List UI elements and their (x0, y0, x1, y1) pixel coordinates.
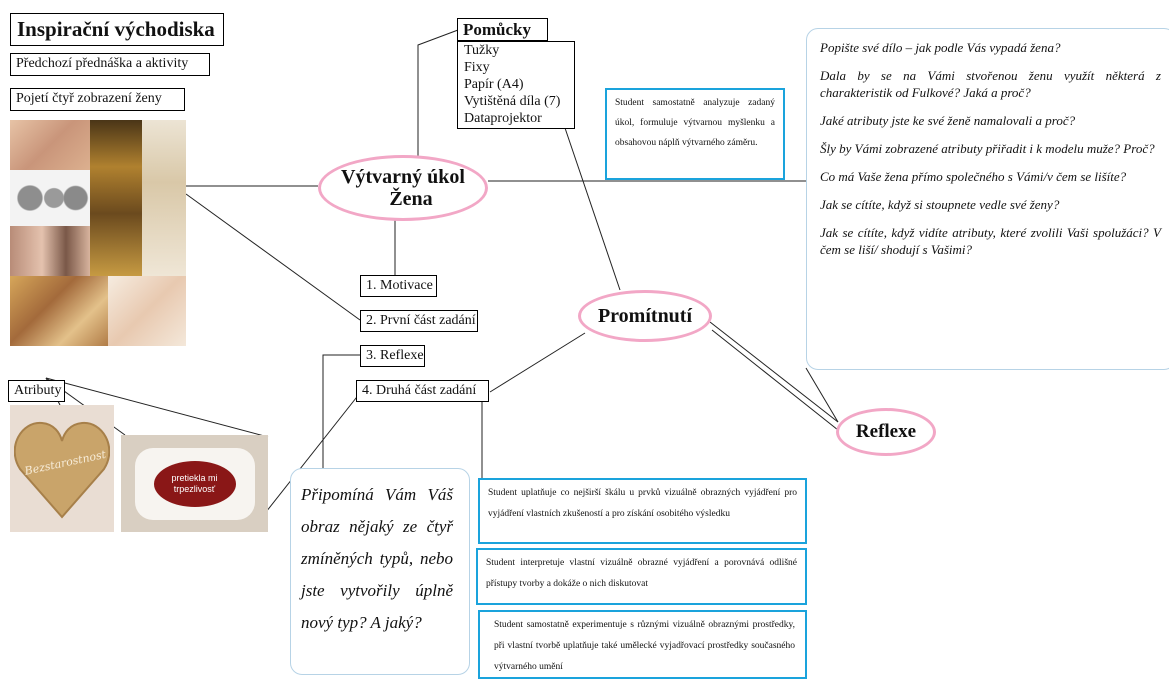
promitnuti-ellipse: Promítnutí (578, 290, 712, 342)
step-reflexe: 3. Reflexe (360, 345, 425, 367)
line-step4-attributes (265, 392, 361, 513)
pomucky-item-dila: Vytištěná díla (7) (464, 94, 561, 109)
pomucky-item-tuzky: Tužky (464, 43, 500, 58)
line-promitnuti-reflexe-b (711, 329, 839, 431)
goal-experiment-box: Student samostatně experimentuje s různý… (478, 610, 807, 679)
schiele-sketch-image (142, 120, 186, 276)
heart-icon (14, 421, 110, 519)
heart-attribute-image: Bezstarostnost (10, 405, 114, 532)
question-classmates: Jak se cítíte, když vidíte atributy, kte… (820, 225, 1161, 257)
reclining-figure-image (108, 276, 186, 346)
reflexe-ellipse: Reflexe (836, 408, 936, 456)
step-druha-cast: 4. Druhá část zadání (356, 380, 489, 402)
pomucky-title: Pomůcky (457, 18, 548, 41)
question-describe-work: Popište své dílo – jak podle Vás vypadá … (820, 40, 1061, 55)
question-male-model: Šly by Vámi zobrazené atributy přiřadit … (820, 141, 1155, 156)
inspirace-item-four-depictions: Pojetí čtyř zobrazení ženy (10, 88, 185, 111)
question-common: Co má Vaše žena přímo společného s Vámi/… (820, 169, 1127, 184)
inspirace-title: Inspirační východiska (10, 13, 224, 46)
schiele-painting-image (10, 276, 108, 346)
line-promitnuti-reflexe-a (709, 321, 839, 423)
venus-photo-image (10, 120, 90, 170)
line-step3-speech (322, 354, 360, 468)
reflection-question-box: Připomíná Vám Váš obraz nějaký ze čtyř z… (290, 468, 470, 675)
pomucky-list: Tužky Fixy Papír (A4) Vytištěná díla (7)… (457, 41, 575, 129)
pomucky-item-papir: Papír (A4) (464, 77, 524, 92)
question-fulkova: Dala by se na Vámi stvořenou ženu využít… (820, 68, 1161, 100)
patch-text-line1: pretiekla mi (171, 472, 218, 483)
line-images-step2 (185, 193, 361, 321)
goal-express-box: Student uplatňuje co nejširší škálu u pr… (478, 478, 807, 544)
center-title-line2: Žena (389, 188, 433, 210)
goal-analyze-box: Student samostatně analyzuje zadaný úkol… (605, 88, 785, 180)
patch-attribute-image: pretiekla mi trpezlivosť (121, 435, 268, 532)
center-title-line1: Výtvarný úkol (341, 166, 465, 188)
question-attributes: Jaké atributy jste ke své ženě namaloval… (820, 113, 1076, 128)
inspirace-item-lecture: Předchozí přednáška a aktivity (10, 53, 210, 76)
line-reflexe-questions (805, 367, 839, 423)
judith-painting-image (90, 120, 142, 276)
patch-text-line2: trpezlivosť (173, 483, 216, 494)
goal-interpret-box: Student interpretuje vlastní vizuálně ob… (476, 548, 807, 605)
question-feel-standing: Jak se cítíte, když si stoupnete vedle s… (820, 197, 1060, 212)
line-center-pomucky (417, 29, 459, 163)
pomucky-item-fixy: Fixy (464, 60, 490, 75)
center-task-ellipse: Výtvarný úkol Žena (318, 155, 488, 221)
pomucky-item-dataprojektor: Dataprojektor (464, 111, 542, 126)
step-motivace: 1. Motivace (360, 275, 437, 297)
venus-statues-image (10, 170, 90, 226)
line-atributy-patch-b (45, 377, 269, 438)
nudes-photo-image (10, 226, 90, 276)
reflection-questions-panel: Popište své dílo – jak podle Vás vypadá … (806, 28, 1169, 370)
line-step4-promitnuti (489, 332, 586, 393)
line-pomucky-promitnuti (564, 127, 621, 291)
atributy-label: Atributy (8, 380, 65, 402)
step-prvni-cast: 2. První část zadání (360, 310, 478, 332)
